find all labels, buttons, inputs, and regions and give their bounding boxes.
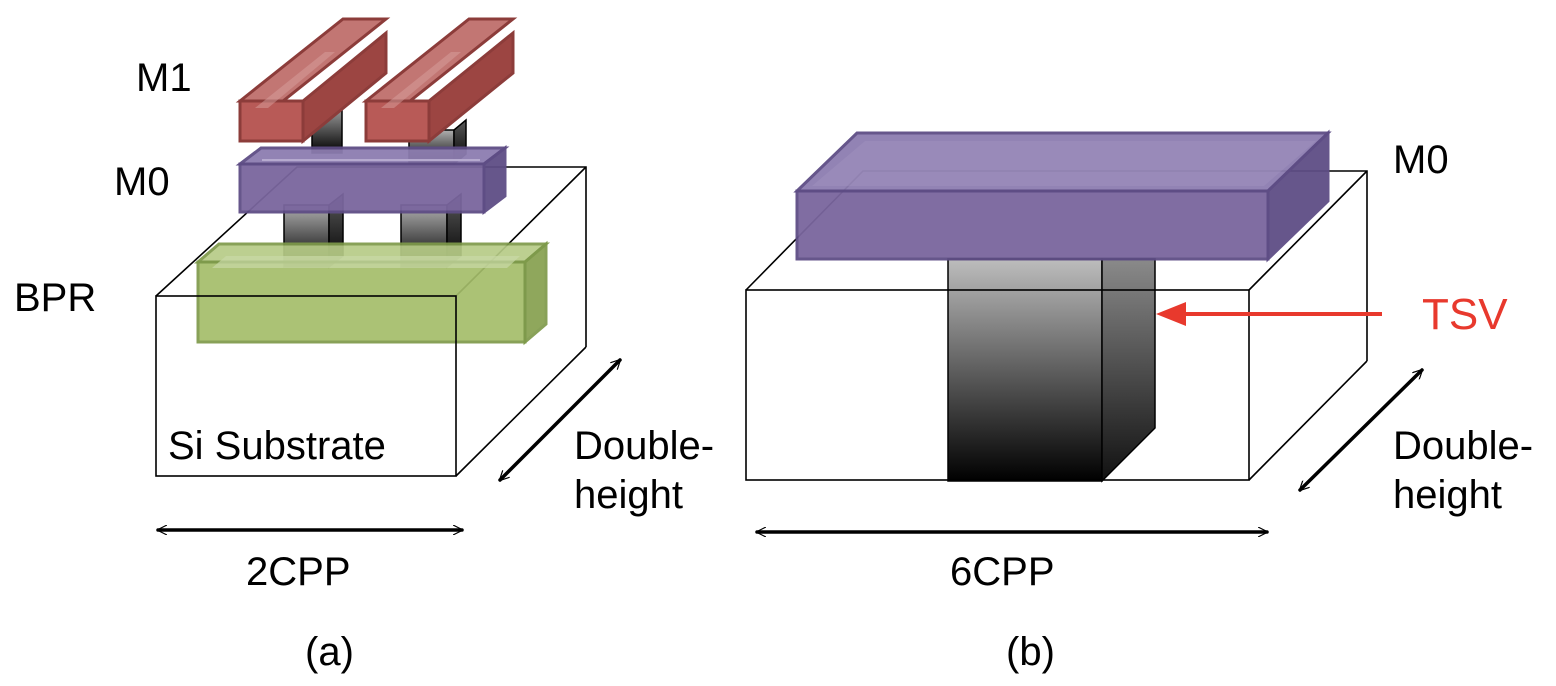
m1-bar-right: [361, 17, 518, 145]
label-m0-a: M0: [114, 160, 170, 204]
label-bpr: BPR: [14, 276, 96, 320]
panel-a: M1 M0 BPR Si Substrate Double- height 2C…: [14, 17, 714, 674]
label-depth-a-line1: Double-: [574, 424, 714, 468]
label-m1: M1: [136, 56, 192, 100]
label-width-b: 6CPP: [950, 550, 1055, 594]
depth-arrow-b: [1298, 368, 1424, 492]
m1-bar-left: [235, 17, 391, 145]
label-tsv: TSV: [1422, 290, 1508, 339]
label-m0-b: M0: [1393, 138, 1449, 182]
tsv-pointer-arrow: [1156, 302, 1382, 326]
tsv-pillar: [947, 258, 1156, 483]
panel-b: M0 TSV Double- height 6CPP (b): [745, 129, 1533, 674]
label-width-a: 2CPP: [246, 550, 351, 594]
label-substrate: Si Substrate: [168, 424, 386, 468]
caption-a: (a): [305, 630, 354, 674]
label-depth-b-line1: Double-: [1393, 424, 1533, 468]
m0-rail-b: [793, 129, 1332, 263]
m0-rail-a: [235, 144, 510, 216]
depth-arrow-a: [498, 358, 622, 482]
label-depth-a-line2: height: [574, 473, 683, 517]
caption-b: (b): [1006, 630, 1055, 674]
bpr-rail: [193, 240, 551, 346]
label-depth-b-line2: height: [1393, 473, 1502, 517]
